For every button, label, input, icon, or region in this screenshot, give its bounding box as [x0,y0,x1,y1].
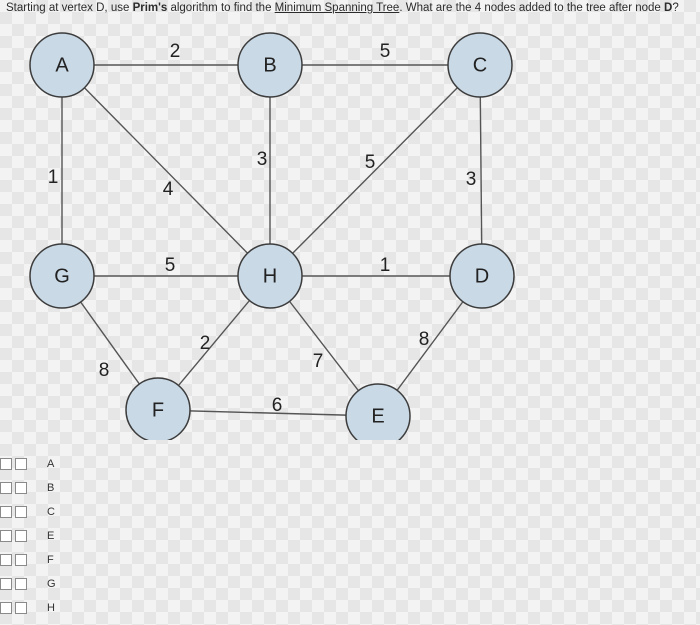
node-circle [125,377,191,440]
node-circle [29,243,95,309]
edge-weight: 3 [466,169,477,190]
graph-diagram: 2 5 1 4 3 5 3 5 1 8 2 7 6 8 A B C G H D F E [29,32,515,440]
node-label: D [475,265,489,287]
answer-options: A B C E F G H [0,452,120,620]
checkbox-icon[interactable] [0,530,12,542]
mst-link[interactable]: Minimum Spanning Tree [274,2,400,14]
checkbox-icon[interactable] [0,578,12,590]
edge-weight: 5 [365,152,376,173]
checkbox-icon[interactable] [15,602,27,614]
question-text: Starting at vertex D, use Prim's algorit… [6,2,679,14]
edge-a-g: 1 [48,65,63,276]
node-h: H [237,243,303,309]
option-b[interactable]: B [0,476,120,500]
option-label: A [47,458,55,470]
edge-weight: 2 [200,333,211,354]
option-f[interactable]: F [0,548,120,572]
edge-line [479,64,483,277]
edge-a-b: 2 [62,41,270,66]
option-label: F [47,554,54,566]
edge-weight: 1 [380,255,391,276]
node-circle [447,32,513,98]
option-a[interactable]: A [0,452,120,476]
node-label: F [152,399,164,421]
option-label: H [47,602,55,614]
edge-c-d: 3 [466,64,483,277]
edge-line [269,64,481,277]
checkbox-icon[interactable] [0,554,12,566]
edge-weight: 1 [48,167,59,188]
edge-h-d: 1 [270,255,482,277]
node-label: G [54,265,70,287]
edge-weight: 2 [170,41,181,62]
option-label: G [47,578,56,590]
node-g: G [29,243,95,309]
option-label: B [47,482,55,494]
option-label: E [47,530,55,542]
edge-line [157,409,379,417]
node-label: A [55,54,69,76]
node-e: E [345,383,411,440]
edge-f-e: 6 [157,395,379,417]
option-h[interactable]: H [0,596,120,620]
edge-weight: 4 [163,179,174,200]
node-f: F [125,377,191,440]
node-label: B [263,54,276,76]
option-g[interactable]: G [0,572,120,596]
node-label: C [473,54,487,76]
node-circle [449,243,515,309]
node-label: H [263,265,277,287]
edge-a-h: 4 [61,64,271,277]
node-circle [29,32,95,98]
edge-c-h: 5 [269,64,481,277]
edge-b-c: 5 [270,41,480,66]
checkbox-icon[interactable] [0,506,12,518]
checkbox-icon[interactable] [15,578,27,590]
option-label: C [47,506,55,518]
edge-weight: 5 [380,41,391,62]
node-c: C [447,32,513,98]
edge-line [61,64,271,277]
node-circle [237,32,303,98]
checkbox-icon[interactable] [0,602,12,614]
edge-weight: 3 [257,149,268,170]
checkbox-icon[interactable] [15,482,27,494]
edge-b-h: 3 [257,65,271,276]
edge-g-h: 5 [62,255,270,277]
checkbox-icon[interactable] [15,554,27,566]
checkbox-icon[interactable] [15,506,27,518]
node-circle [237,243,303,309]
checkbox-icon[interactable] [0,482,12,494]
start-node-ref: D [664,2,673,14]
checkbox-icon[interactable] [0,458,12,470]
node-b: B [237,32,303,98]
node-label: E [371,405,384,427]
node-circle [345,383,411,440]
edge-weight: 8 [99,360,110,381]
algorithm-name: Prim's [132,2,168,14]
checkbox-icon[interactable] [15,458,27,470]
option-c[interactable]: C [0,500,120,524]
edge-weight: 5 [165,255,176,276]
checkbox-icon[interactable] [15,530,27,542]
edge-weight: 6 [272,395,283,416]
node-a: A [29,32,95,98]
edge-weight: 7 [313,351,324,372]
node-d: D [449,243,515,309]
edge-weight: 8 [419,329,430,350]
option-e[interactable]: E [0,524,120,548]
